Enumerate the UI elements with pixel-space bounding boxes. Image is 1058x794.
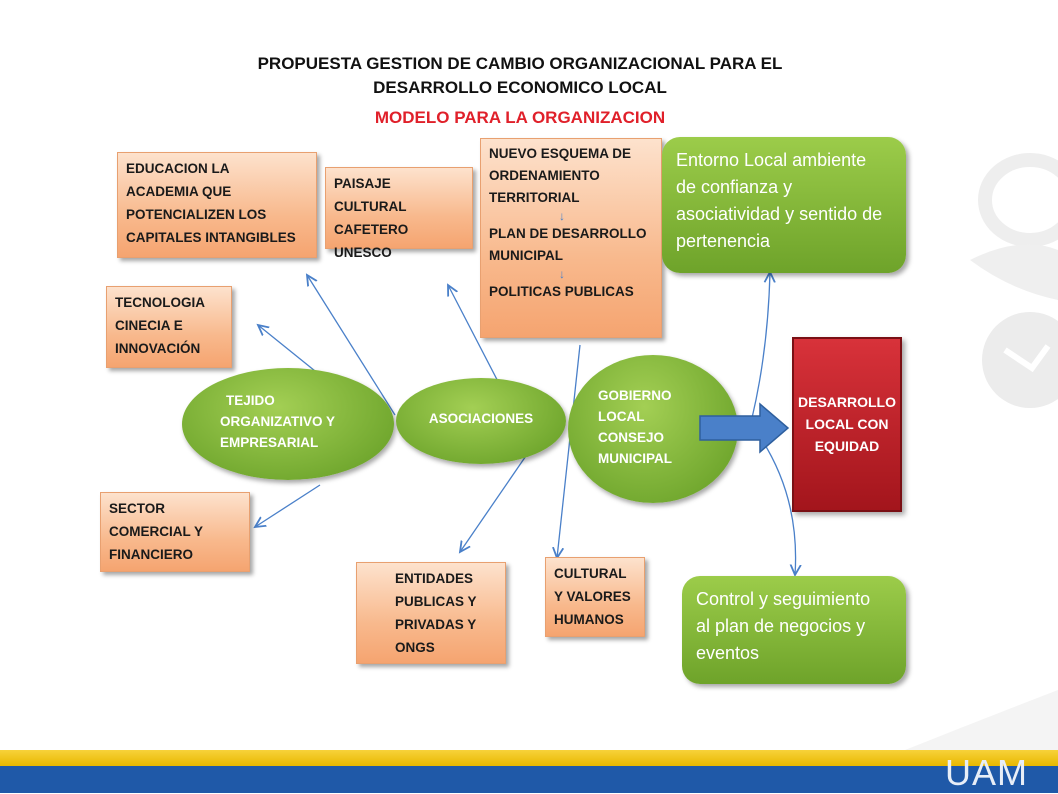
box-esquema-line: ORDENAMIENTO bbox=[489, 168, 600, 183]
ellipse-tejido-line: TEJIDO bbox=[226, 393, 275, 408]
ellipse-gobierno-line: GOBIERNO bbox=[598, 388, 672, 403]
box-entidades: ENTIDADES PUBLICAS Y PRIVADAS Y ONGS bbox=[356, 562, 506, 664]
box-sector-line: FINANCIERO bbox=[109, 547, 193, 562]
box-sector: SECTOR COMERCIAL Y FINANCIERO bbox=[100, 492, 250, 572]
green-box-entorno-line: pertenencia bbox=[676, 231, 771, 251]
box-cultural-line: Y VALORES bbox=[554, 589, 631, 604]
box-cultural-line: HUMANOS bbox=[554, 612, 624, 627]
line-to-tecnologia bbox=[258, 325, 321, 376]
box-tecnologia-line: TECNOLOGIA bbox=[115, 295, 205, 310]
result-box: DESARROLLO LOCAL CON EQUIDAD bbox=[792, 337, 902, 512]
box-tecnologia-line: INNOVACIÓN bbox=[115, 341, 201, 356]
box-educacion-line: CAPITALES INTANGIBLES bbox=[126, 230, 296, 245]
box-tecnologia-line: CINECIA E bbox=[115, 318, 183, 333]
result-box-line: EQUIDAD bbox=[814, 438, 880, 454]
line-to-cultural bbox=[557, 344, 581, 558]
line-to-sector bbox=[255, 484, 321, 527]
green-box-control-line: al plan de negocios y bbox=[696, 616, 866, 636]
result-box-line: LOCAL CON bbox=[805, 416, 889, 432]
green-box-control-line: eventos bbox=[696, 643, 760, 663]
ellipse-tejido: TEJIDO ORGANIZATIVO Y EMPRESARIAL bbox=[182, 368, 394, 480]
box-educacion-line: ACADEMIA QUE bbox=[126, 184, 232, 199]
ellipse-asociaciones: ASOCIACIONES bbox=[396, 378, 566, 464]
box-entidades-line: PRIVADAS Y bbox=[395, 617, 477, 632]
ellipse-gobierno-line: LOCAL bbox=[598, 409, 645, 424]
box-entidades-line: ENTIDADES bbox=[395, 571, 474, 586]
box-entidades-line: PUBLICAS Y bbox=[395, 594, 477, 609]
box-esquema: NUEVO ESQUEMA DE ORDENAMIENTO TERRITORIA… bbox=[480, 138, 662, 338]
ellipse-gobierno-line: MUNICIPAL bbox=[598, 451, 672, 466]
box-esquema-line: TERRITORIAL bbox=[489, 190, 580, 205]
box-esquema-line: NUEVO ESQUEMA DE bbox=[489, 146, 632, 161]
uam-logo: UAM bbox=[945, 752, 1028, 793]
right-arrow-icon bbox=[699, 402, 790, 454]
down-arrow-icon: ↓ bbox=[559, 267, 565, 281]
line-to-educacion bbox=[307, 275, 396, 416]
box-esquema-line: MUNICIPAL bbox=[489, 248, 563, 263]
line-to-paisaje bbox=[448, 285, 506, 396]
box-sector-line: COMERCIAL Y bbox=[109, 524, 204, 539]
line-to-control bbox=[761, 439, 796, 575]
footer-yellow-band bbox=[0, 750, 1058, 766]
ellipse-tejido-line: EMPRESARIAL bbox=[220, 435, 319, 450]
green-box-entorno: Entorno Local ambiente de confianza y as… bbox=[662, 137, 906, 273]
ellipse-tejido-line: ORGANIZATIVO Y bbox=[220, 414, 336, 429]
box-paisaje-line: PAISAJE CULTURAL bbox=[334, 176, 407, 214]
box-sector-line: SECTOR bbox=[109, 501, 166, 516]
decorative-watermark-icon bbox=[970, 153, 1058, 408]
green-box-entorno-line: asociatividad y sentido de bbox=[676, 204, 883, 224]
green-box-entorno-line: de confianza y bbox=[676, 177, 793, 197]
box-paisaje-line: UNESCO bbox=[334, 245, 392, 260]
green-box-entorno-line: Entorno Local ambiente bbox=[676, 150, 867, 170]
title-line-2: DESARROLLO ECONOMICO LOCAL bbox=[373, 78, 667, 97]
green-box-control: Control y seguimiento al plan de negocio… bbox=[682, 576, 906, 684]
box-cultural: CULTURAL Y VALORES HUMANOS bbox=[545, 557, 645, 637]
line-to-entorno bbox=[751, 272, 770, 419]
box-educacion: EDUCACION LA ACADEMIA QUE POTENCIALIZEN … bbox=[117, 152, 317, 258]
box-esquema-line: PLAN DE DESARROLLO bbox=[489, 226, 647, 241]
box-entidades-line: ONGS bbox=[395, 640, 435, 655]
box-cultural-line: CULTURAL bbox=[554, 566, 627, 581]
title-line-1: PROPUESTA GESTION DE CAMBIO ORGANIZACION… bbox=[257, 54, 783, 73]
line-to-entidades bbox=[460, 449, 531, 552]
subtitle: MODELO PARA LA ORGANIZACION bbox=[374, 108, 666, 127]
box-tecnologia: TECNOLOGIA CINECIA E INNOVACIÓN bbox=[106, 286, 232, 368]
box-paisaje-line: CAFETERO bbox=[334, 222, 409, 237]
decorative-curve-icon bbox=[900, 690, 1058, 752]
box-esquema-line: POLITICAS PUBLICAS bbox=[489, 284, 634, 299]
green-box-control-line: Control y seguimiento bbox=[696, 589, 871, 609]
down-arrow-icon: ↓ bbox=[559, 209, 565, 223]
box-educacion-line: POTENCIALIZEN LOS bbox=[126, 207, 267, 222]
box-paisaje: PAISAJE CULTURAL CAFETERO UNESCO bbox=[325, 167, 473, 260]
ellipse-gobierno-line: CONSEJO bbox=[598, 430, 665, 445]
box-educacion-line: EDUCACION LA bbox=[126, 161, 230, 176]
footer-blue-band bbox=[0, 766, 1058, 793]
ellipse-asociaciones-label: ASOCIACIONES bbox=[428, 411, 534, 426]
result-box-line: DESARROLLO bbox=[798, 394, 896, 410]
